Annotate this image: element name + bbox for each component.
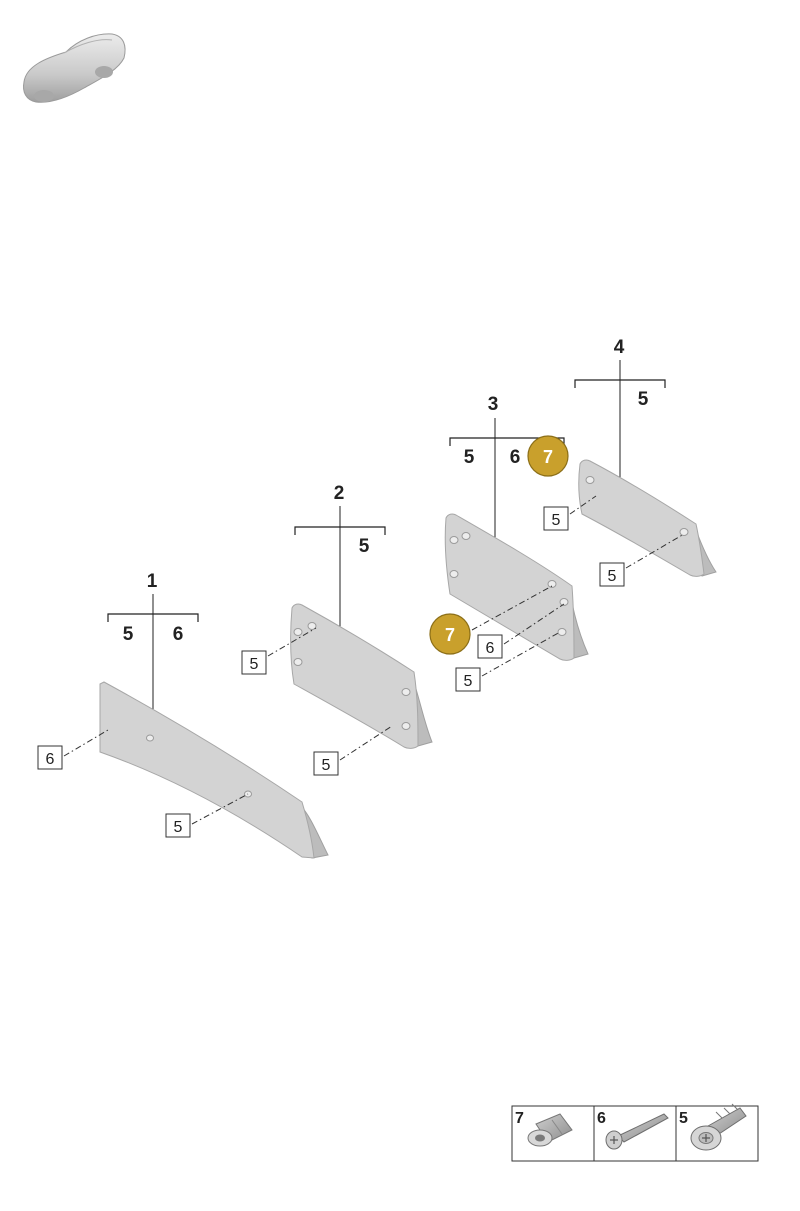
clip-screw-icon — [690, 1103, 747, 1151]
callout-box-p4-bottom — [599, 562, 625, 587]
part-2-sub-5: 5 — [359, 536, 370, 557]
part-3-badge-dashline — [471, 585, 553, 631]
part-1-sub-6: 6 — [173, 624, 184, 645]
callout-box-p1-left — [37, 745, 63, 770]
part-3-bracket — [449, 437, 565, 446]
callout-p4-bottom: 5 — [608, 568, 617, 585]
part-2-bottom-dashline — [339, 725, 393, 761]
part-1-left-dashline — [63, 729, 109, 757]
callout-badge-p3 — [429, 613, 471, 655]
callout-box-p3-bottom — [455, 667, 481, 692]
callout-p1-left: 6 — [46, 751, 55, 768]
callout-p4-left: 5 — [552, 512, 561, 529]
callout-p2-left: 5 — [250, 656, 259, 673]
callout-box-p2-bottom — [313, 751, 339, 776]
part-3-sub-6: 6 — [510, 447, 521, 468]
license-plate-bracket-4 — [578, 459, 717, 577]
part-3-bottom-dashline — [481, 631, 561, 677]
part-number-4: 4 — [614, 337, 625, 358]
license-plate-bracket-1 — [99, 681, 329, 859]
callout-p3-bottom: 5 — [464, 673, 473, 690]
callout-p2-bottom: 5 — [322, 757, 331, 774]
callout-box-p3-mid — [477, 634, 503, 659]
callout-p3-badge: 7 — [445, 625, 455, 645]
part-4-sub-5: 5 — [638, 389, 649, 410]
callout-box-p1-bottom — [165, 813, 191, 838]
part-1-group: 1 5 6 6 5 — [37, 571, 329, 859]
callout-box-p4-left — [543, 506, 569, 531]
fastener-legend: 7 6 5 — [511, 1103, 759, 1162]
part-3-badge-7 — [527, 435, 569, 477]
part-number-2: 2 — [334, 483, 345, 504]
part-3-group: 3 5 6 7 7 6 5 — [429, 394, 589, 692]
license-plate-bracket-2 — [290, 603, 433, 749]
part-1-sub-5: 5 — [123, 624, 134, 645]
callout-box-p2-left — [241, 650, 267, 675]
screw-icon — [605, 1113, 669, 1150]
part-4-left-dashline — [569, 495, 597, 515]
part-2-left-dashline — [267, 627, 317, 657]
legend-number-5: 5 — [679, 1110, 688, 1127]
part-number-3: 3 — [488, 394, 499, 415]
part-4-group: 4 5 5 5 — [543, 337, 717, 587]
part-4-bottom-dashline — [625, 533, 685, 569]
part-1-bottom-dashline — [191, 793, 249, 825]
part-number-1: 1 — [147, 571, 158, 592]
callout-p1-bottom: 5 — [174, 819, 183, 836]
legend-number-7: 7 — [515, 1110, 524, 1127]
callout-p3-mid: 6 — [486, 640, 495, 657]
rivet-nut-icon — [527, 1113, 573, 1147]
part-3-sub-5: 5 — [464, 447, 475, 468]
part-3-badge-label: 7 — [543, 447, 553, 467]
part-2-group: 2 5 5 5 — [241, 483, 433, 776]
part-3-mid-dashline — [503, 603, 565, 645]
legend-number-6: 6 — [597, 1110, 606, 1127]
car-thumbnail-icon — [23, 33, 126, 103]
license-plate-bracket-3 — [444, 513, 589, 661]
